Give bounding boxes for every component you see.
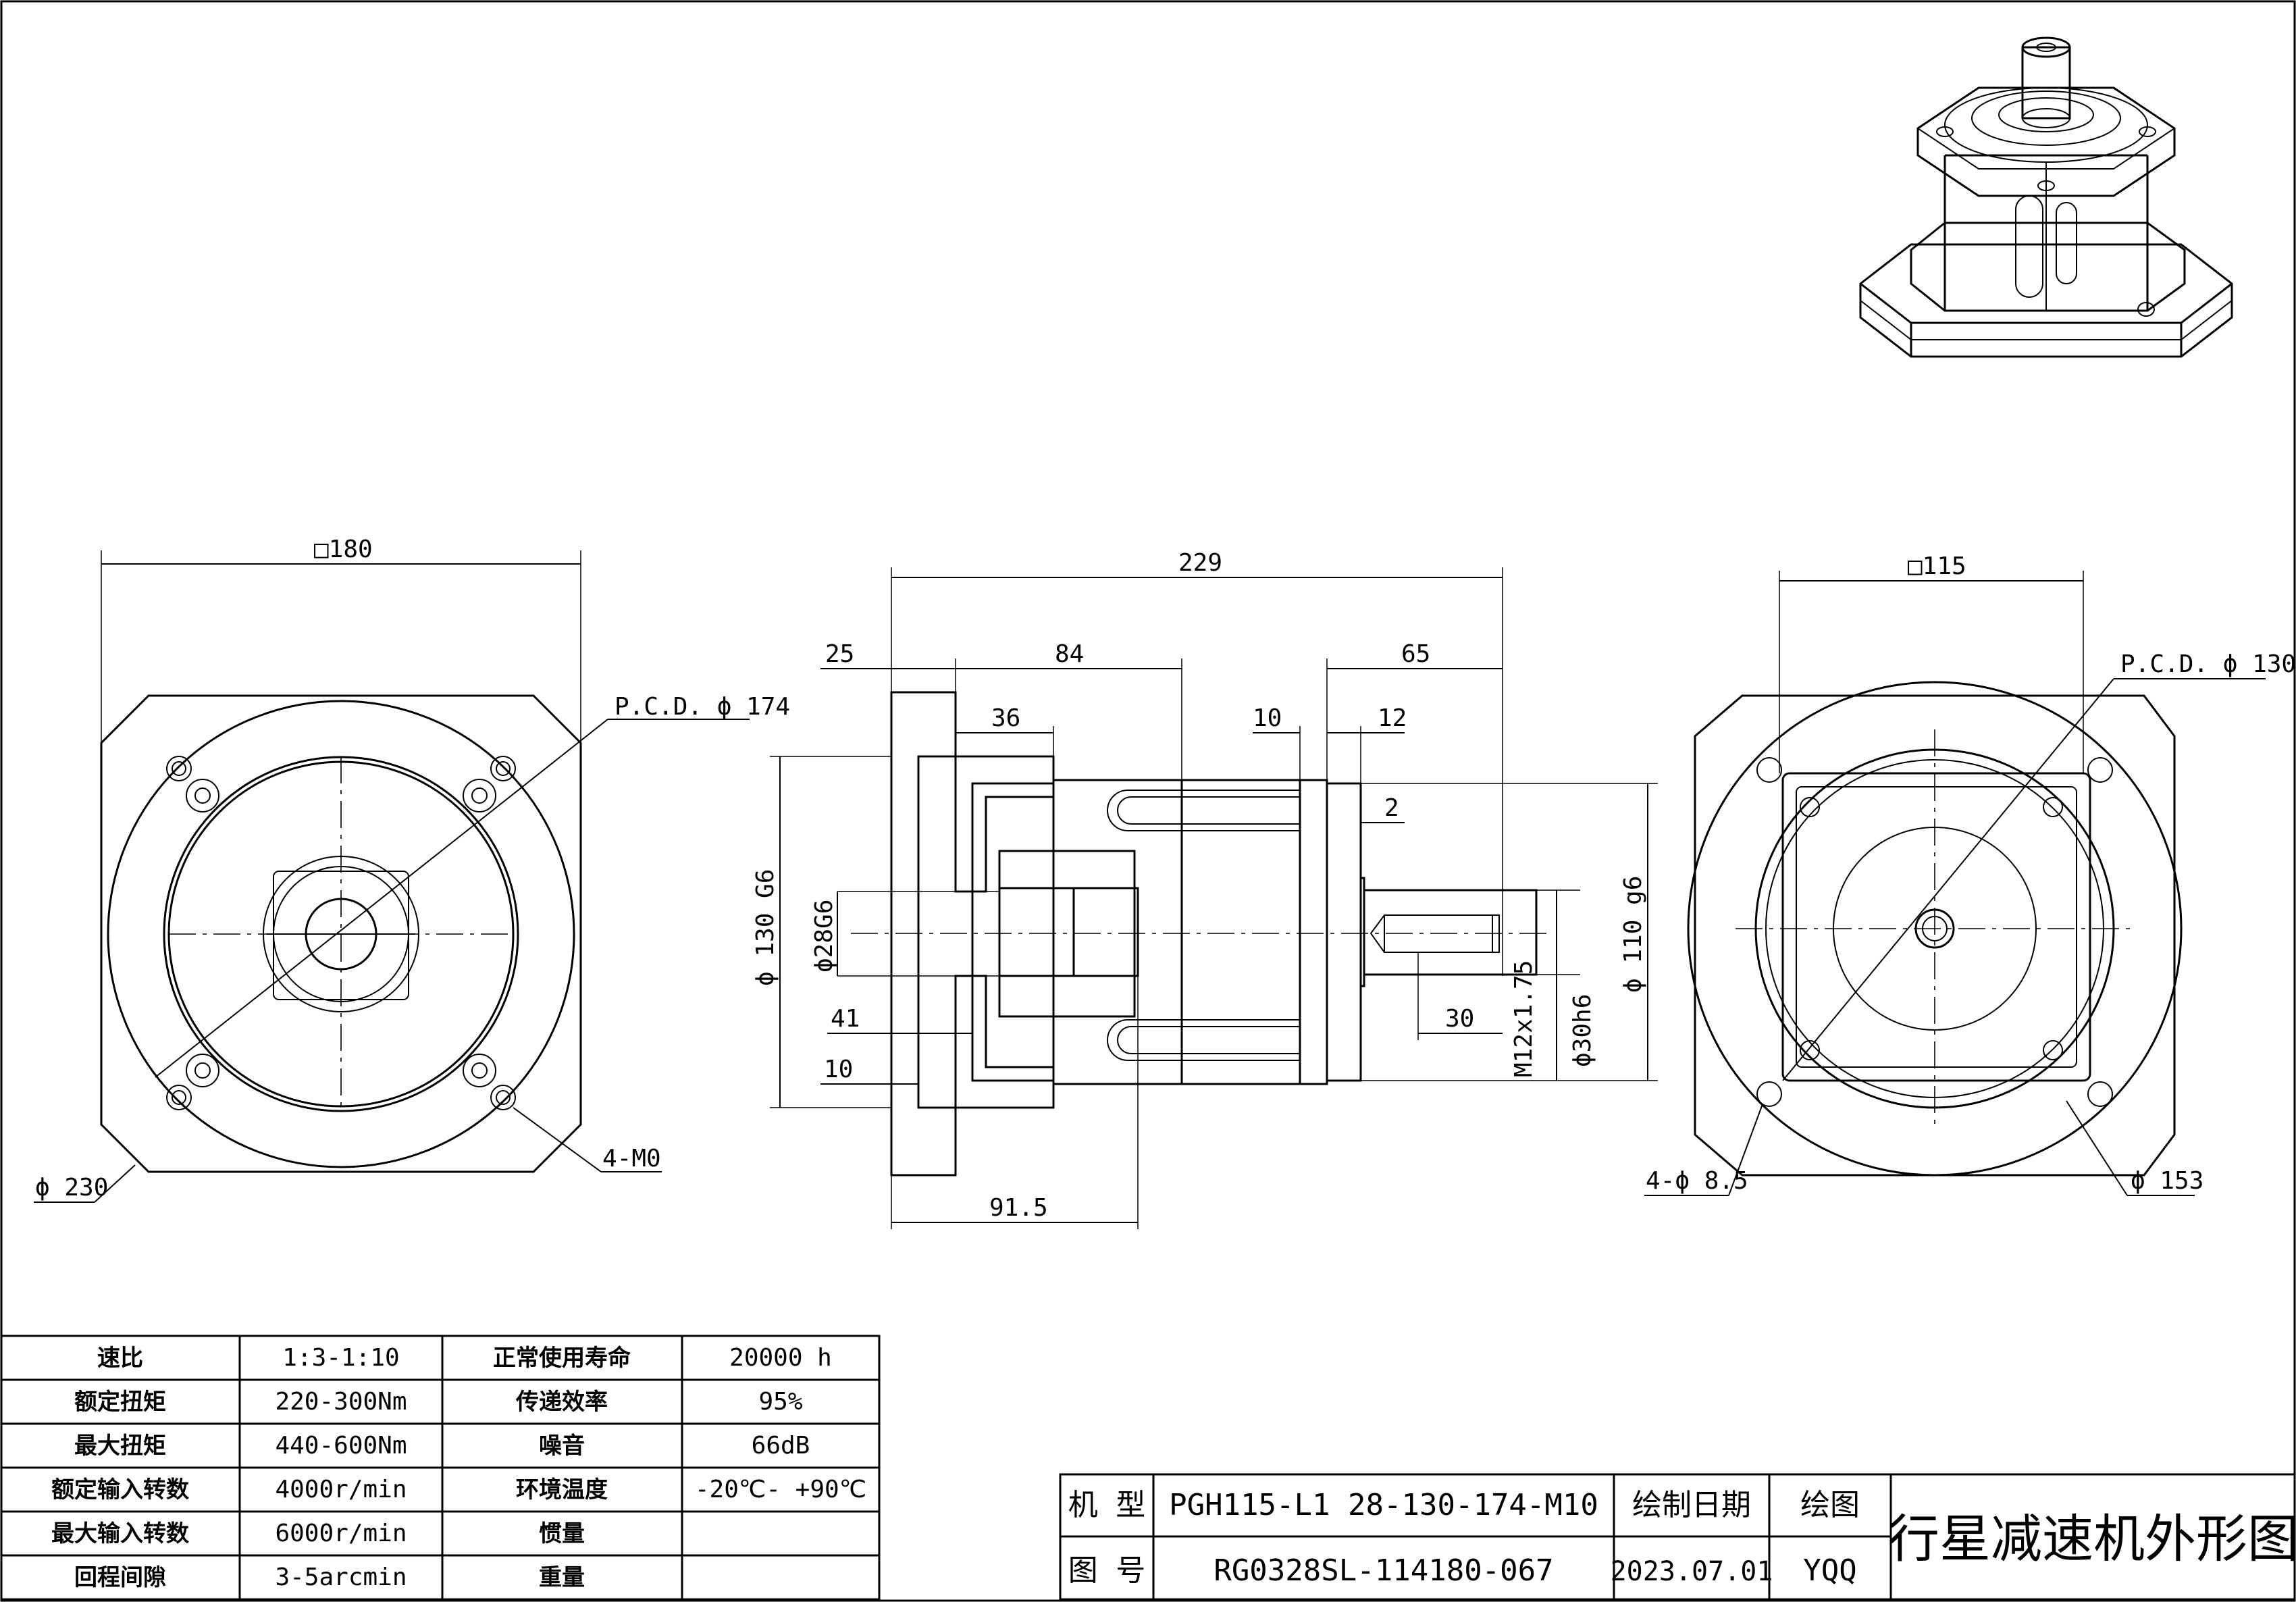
left-outer-dia-label: ϕ 230	[35, 1174, 108, 1202]
thread-label: M12x1.75	[1510, 960, 1538, 1077]
section-view: 229 25 84 36 65 10 12 2 ϕ 130 G6 ϕ28G6 4…	[752, 549, 1658, 1229]
spec-row4-label2: 环境温度	[516, 1476, 608, 1503]
isometric-view	[1859, 36, 2233, 358]
spec-row3-value1: 440-600Nm	[275, 1432, 407, 1459]
output-length-label: 65	[1401, 640, 1430, 668]
model-value: PGH115-L1 28-130-174-M10	[1169, 1488, 1598, 1522]
left-square-label: □180	[314, 536, 373, 563]
inner-length-label: 36	[991, 704, 1020, 732]
body-length-label: 84	[1055, 640, 1084, 668]
drawing-no-label: 图 号	[1068, 1553, 1146, 1588]
spec-row3-label1: 最大扭矩	[74, 1432, 166, 1459]
dim-2-label: 2	[1384, 794, 1399, 822]
left-view: P.C.D. ϕ 174 □180 ϕ 230 4-M0	[34, 536, 790, 1203]
spec-row2-label1: 额定扭矩	[74, 1389, 166, 1416]
spec-row5-label2: 惯量	[539, 1520, 585, 1547]
spec-row4-value1: 4000r/min	[275, 1476, 407, 1503]
spec-table: 速比 1:3-1:10 正常使用寿命 20000 h 额定扭矩 220-300N…	[0, 1335, 881, 1601]
left-pcd-label: P.C.D. ϕ 174	[615, 693, 790, 721]
dim-91-5-label: 91.5	[989, 1194, 1048, 1222]
right-view: P.C.D. ϕ 130 □115 4-ϕ 8.5 ϕ 153	[1644, 552, 2296, 1196]
right-pcd-label: P.C.D. ϕ 130	[2120, 650, 2296, 678]
spec-row2-value1: 220-300Nm	[275, 1388, 407, 1416]
shaft-len-30-label: 30	[1445, 1005, 1474, 1033]
dim-10-bottom-label: 10	[824, 1056, 853, 1083]
spec-row1-label1: 速比	[97, 1345, 143, 1372]
drafter-value: YQQ	[1803, 1553, 1856, 1588]
spec-row2-label2: 传递效率	[515, 1389, 608, 1416]
right-circle-label: ϕ 153	[2131, 1167, 2203, 1195]
drawing-no-value: RG0328SL-114180-067	[1214, 1553, 1553, 1588]
dim-41-label: 41	[831, 1005, 860, 1033]
model-label: 机 型	[1068, 1488, 1146, 1522]
date-label: 绘制日期	[1632, 1488, 1751, 1522]
spec-row3-label2: 噪音	[539, 1432, 585, 1459]
title-block: 机 型 PGH115-L1 28-130-174-M10 绘制日期 绘图 图 号…	[1059, 1473, 2296, 1601]
flange-thickness-label: 25	[825, 640, 854, 668]
spec-row4-label1: 额定输入转数	[51, 1476, 189, 1503]
drawing-title: 行星减速机外形图	[1888, 1509, 2296, 1569]
dim-12-label: 12	[1378, 704, 1407, 732]
input-bore-dia-label: ϕ 130 G6	[752, 869, 779, 986]
shaft-dia-label: ϕ30h6	[1569, 994, 1596, 1067]
overall-length-label: 229	[1178, 549, 1222, 577]
right-holes-label: 4-ϕ 8.5	[1646, 1167, 1748, 1195]
spec-row1-value2: 20000 h	[729, 1344, 832, 1372]
drafter-label: 绘图	[1800, 1488, 1860, 1522]
left-holes-label: 4-M0	[602, 1145, 661, 1172]
input-shaft-dia-label: ϕ28G6	[810, 900, 838, 973]
spec-row1-label2: 正常使用寿命	[493, 1345, 631, 1372]
dim-10-top-label: 10	[1253, 704, 1282, 732]
right-square-label: □115	[1908, 552, 1966, 580]
spec-row1-value1: 1:3-1:10	[282, 1344, 399, 1372]
spec-row4-value2: -20℃- +90℃	[695, 1476, 866, 1503]
spec-row3-value2: 66dB	[752, 1432, 810, 1459]
spec-row2-value2: 95%	[758, 1388, 802, 1416]
spec-row6-value1: 3-5arcmin	[275, 1564, 407, 1591]
spec-row5-label1: 最大输入转数	[51, 1520, 189, 1547]
spec-row6-label1: 回程间隙	[74, 1564, 166, 1591]
pilot-dia-label: ϕ 110 g6	[1619, 876, 1647, 993]
spec-row6-label2: 重量	[539, 1564, 585, 1591]
spec-row5-value1: 6000r/min	[275, 1520, 407, 1547]
date-value: 2023.07.01	[1611, 1556, 1773, 1587]
